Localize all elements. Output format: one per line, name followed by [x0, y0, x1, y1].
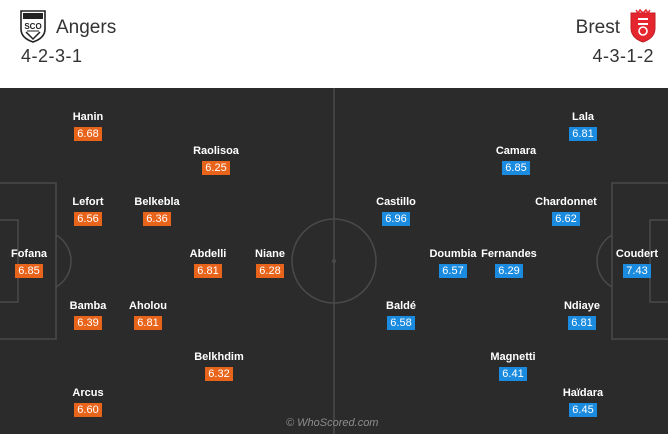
player-rating: 6.85	[15, 264, 43, 278]
player-fernandes[interactable]: Fernandes 6.29	[474, 247, 544, 279]
player-name: Ndiaye	[563, 300, 601, 312]
player-rating: 7.43	[623, 264, 651, 278]
player-rating: 6.81	[569, 127, 597, 141]
player-name: Chardonnet	[535, 196, 597, 208]
player-name: Aholou	[129, 300, 167, 312]
player-rating: 6.58	[387, 316, 415, 330]
player-haidara[interactable]: Haïdara 6.45	[548, 386, 618, 418]
player-rating: 6.68	[74, 127, 102, 141]
player-belkebla[interactable]: Belkebla 6.36	[122, 195, 192, 227]
player-name: Abdelli	[189, 248, 227, 260]
player-fofana[interactable]: Fofana 6.85	[0, 247, 64, 279]
player-name: Coudert	[615, 248, 659, 260]
home-box	[0, 182, 57, 340]
whoscored-watermark: © WhoScored.com	[286, 417, 379, 429]
player-rating: 6.29	[495, 264, 523, 278]
player-rating: 6.81	[194, 264, 222, 278]
player-ndiaye[interactable]: Ndiaye 6.81	[547, 299, 617, 331]
player-name: Niane	[255, 248, 285, 260]
player-name: Bamba	[69, 300, 107, 312]
center-spot	[332, 259, 336, 263]
away-box	[611, 182, 668, 340]
player-name: Raolisoa	[193, 145, 239, 157]
angers-crest-icon: SCO	[20, 10, 46, 43]
pitch-markings	[0, 88, 668, 434]
player-name: Fofana	[10, 248, 48, 260]
player-belkhdim[interactable]: Belkhdim 6.32	[184, 350, 254, 382]
player-name: Castillo	[376, 196, 416, 208]
player-rating: 6.81	[134, 316, 162, 330]
player-rating: 6.36	[143, 212, 171, 226]
player-name: Belkebla	[134, 196, 180, 208]
home-six-yard-box	[0, 219, 19, 303]
player-balde[interactable]: Baldé 6.58	[366, 299, 436, 331]
player-rating: 6.25	[202, 161, 230, 175]
player-arcus[interactable]: Arcus 6.60	[53, 386, 123, 418]
center-circle	[291, 218, 377, 304]
player-abdelli[interactable]: Abdelli 6.81	[173, 247, 243, 279]
player-coudert[interactable]: Coudert 7.43	[602, 247, 668, 279]
home-formation: 4-2-3-1	[21, 46, 83, 66]
player-rating: 6.39	[74, 316, 102, 330]
player-castillo[interactable]: Castillo 6.96	[361, 195, 431, 227]
player-rating: 6.85	[502, 161, 530, 175]
away-six-yard-box	[649, 219, 668, 303]
player-rating: 6.62	[552, 212, 580, 226]
player-name: Magnetti	[490, 351, 536, 363]
away-team-name: Brest	[575, 17, 620, 38]
player-rating: 6.57	[439, 264, 467, 278]
player-hanin[interactable]: Hanin 6.68	[53, 110, 123, 142]
player-rating: 6.81	[568, 316, 596, 330]
svg-text:SCO: SCO	[24, 22, 41, 31]
player-raolisoa[interactable]: Raolisoa 6.25	[181, 144, 251, 176]
player-name: Doumbia	[429, 248, 477, 260]
away-formation: 4-3-1-2	[592, 46, 654, 66]
player-name: Baldé	[386, 300, 416, 312]
player-name: Lefort	[72, 196, 104, 208]
home-team-name: Angers	[56, 17, 117, 38]
player-name: Arcus	[72, 387, 104, 399]
player-rating: 6.45	[569, 403, 597, 417]
player-lefort[interactable]: Lefort 6.56	[53, 195, 123, 227]
player-rating: 6.56	[74, 212, 102, 226]
pitch: Fofana 6.85 Lefort 6.56 Bamba 6.39 Hanin…	[0, 88, 668, 434]
player-camara[interactable]: Camara 6.85	[481, 144, 551, 176]
player-rating: 6.28	[256, 264, 284, 278]
player-name: Fernandes	[481, 248, 537, 260]
player-name: Camara	[495, 145, 537, 157]
match-header: SCO Angers 4-2-3-1 Brest 4-3-1-2	[0, 0, 668, 88]
player-doumbia[interactable]: Doumbia 6.57	[418, 247, 488, 279]
player-bamba[interactable]: Bamba 6.39	[53, 299, 123, 331]
player-niane[interactable]: Niane 6.28	[235, 247, 305, 279]
player-chardonnet[interactable]: Chardonnet 6.62	[531, 195, 601, 227]
player-rating: 6.96	[382, 212, 410, 226]
away-arc	[596, 234, 613, 288]
player-rating: 6.60	[74, 403, 102, 417]
player-lala[interactable]: Lala 6.81	[548, 110, 618, 142]
brest-crest-icon	[630, 9, 656, 43]
player-name: Lala	[571, 111, 594, 123]
player-name: Hanin	[72, 111, 104, 123]
player-rating: 6.41	[499, 367, 527, 381]
player-aholou[interactable]: Aholou 6.81	[113, 299, 183, 331]
player-magnetti[interactable]: Magnetti 6.41	[478, 350, 548, 382]
player-name: Haïdara	[562, 387, 604, 399]
home-arc	[55, 234, 72, 288]
player-name: Belkhdim	[194, 351, 244, 363]
player-rating: 6.32	[205, 367, 233, 381]
